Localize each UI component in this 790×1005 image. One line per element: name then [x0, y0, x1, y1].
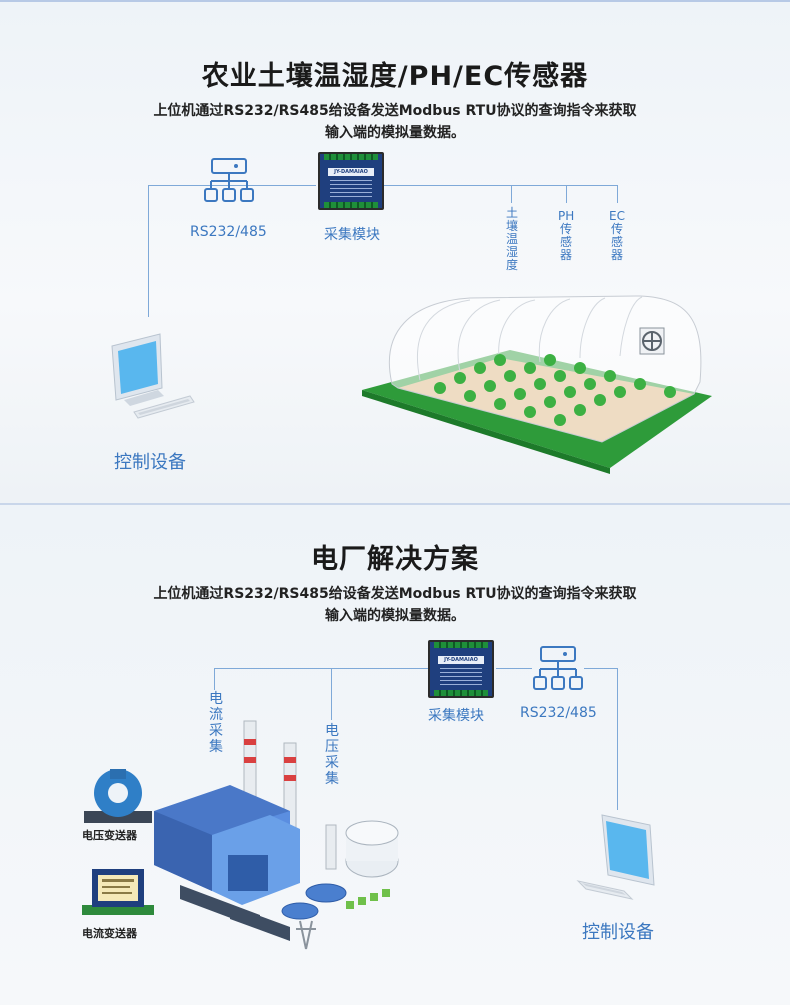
computer-icon — [576, 814, 655, 900]
link-line — [384, 185, 618, 186]
module-badge: JY-DAMAIAO — [438, 656, 484, 664]
current-transmitter-label: 电流变送器 — [82, 927, 137, 940]
link-line — [584, 668, 618, 669]
link-line — [214, 668, 215, 690]
link-line — [331, 668, 332, 720]
module-label: 采集模块 — [428, 708, 484, 724]
ph-sensor-label: PH传感器 — [558, 209, 575, 262]
link-line — [496, 668, 532, 669]
link-line — [617, 185, 618, 203]
module-label: 采集模块 — [324, 227, 380, 243]
acquisition-module: JY-DAMAIAO — [428, 640, 494, 698]
voltage-transmitter-label: 电压变送器 — [82, 829, 137, 842]
agri-desc-line2: 输入端的模拟量数据。 — [325, 125, 465, 141]
agri-desc-line1: 上位机通过RS232/RS485给设备发送Modbus RTU协议的查询指令来获… — [153, 103, 637, 119]
power-title: 电厂解决方案 — [311, 544, 479, 575]
current-transmitter-icon — [82, 869, 154, 915]
voltage-collect-label: 电压采集 — [325, 723, 339, 787]
control-device-label: 控制设备 — [114, 452, 186, 473]
acquisition-module: JY-DAMAIAO — [318, 152, 384, 210]
power-plant-illustration — [154, 720, 399, 950]
link-line — [617, 668, 618, 810]
current-collect-label: 电流采集 — [209, 691, 223, 755]
voltage-transmitter-icon — [84, 769, 152, 823]
network-icon — [533, 646, 583, 690]
agri-section: 农业土壤温湿度/PH/EC传感器 上位机通过RS232/RS485给设备发送Mo… — [0, 0, 790, 505]
soil-sensor-label: 土壤温湿度 — [505, 206, 518, 272]
ec-sensor-label: EC传感器 — [609, 209, 625, 262]
control-device-label: 控制设备 — [582, 922, 654, 943]
rs-label: RS232/485 — [520, 705, 597, 721]
computer-icon — [111, 333, 195, 419]
module-badge: JY-DAMAIAO — [328, 168, 374, 176]
link-line — [214, 668, 428, 669]
network-icon — [204, 158, 254, 202]
greenhouse-illustration — [362, 295, 712, 474]
power-desc-line1: 上位机通过RS232/RS485给设备发送Modbus RTU协议的查询指令来获… — [153, 586, 637, 602]
power-desc-line2: 输入端的模拟量数据。 — [325, 608, 465, 624]
link-line — [148, 185, 316, 186]
link-line — [511, 185, 512, 203]
link-line — [566, 185, 567, 203]
link-line — [148, 185, 149, 317]
rs-label: RS232/485 — [190, 224, 267, 240]
power-section: 电厂解决方案 上位机通过RS232/RS485给设备发送Modbus RTU协议… — [0, 505, 790, 1005]
agri-title: 农业土壤温湿度/PH/EC传感器 — [201, 61, 589, 92]
